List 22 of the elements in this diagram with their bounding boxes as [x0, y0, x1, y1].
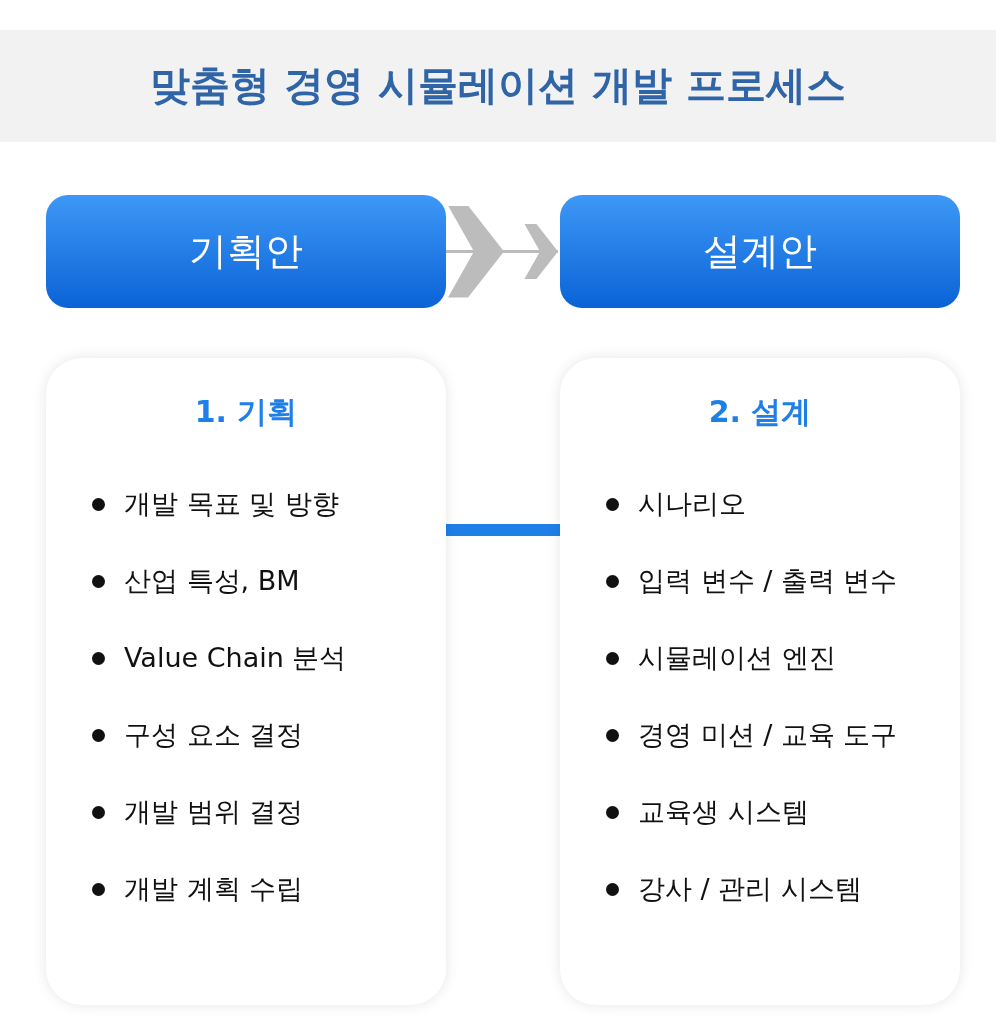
bullet-item: 강사 / 관리 시스템 — [604, 871, 862, 907]
card-heading: 2. 설계 — [707, 393, 813, 431]
bullet-item: 개발 계획 수립 — [90, 871, 304, 907]
bullet-item: 교육생 시스템 — [604, 794, 809, 830]
stage-box — [560, 195, 960, 308]
bullet-item: 산업 특성, BM — [90, 563, 300, 599]
bullet-item: Value Chain 분석 — [90, 640, 347, 676]
bullet-item: 시나리오 — [604, 486, 746, 522]
stage-box — [46, 195, 446, 308]
bullet-item: 구성 요소 결정 — [90, 717, 304, 753]
stage-label: 기획안 — [189, 228, 303, 275]
bullet-item: 입력 변수 / 출력 변수 — [604, 563, 898, 599]
bullet-item: 개발 목표 및 방향 — [90, 486, 339, 522]
step-card — [560, 358, 960, 1005]
bullet-item: 시뮬레이션 엔진 — [604, 640, 836, 676]
bullet-item: 개발 범위 결정 — [90, 794, 304, 830]
step-card — [46, 358, 446, 1005]
stage-label: 설계안 — [703, 228, 817, 275]
bullet-item: 경영 미션 / 교육 도구 — [604, 717, 898, 753]
card-heading: 1. 기획 — [193, 393, 299, 431]
connector-line — [446, 524, 560, 536]
title: 맞춤형 경영 시뮬레이션 개발 프로세스 — [149, 61, 847, 110]
